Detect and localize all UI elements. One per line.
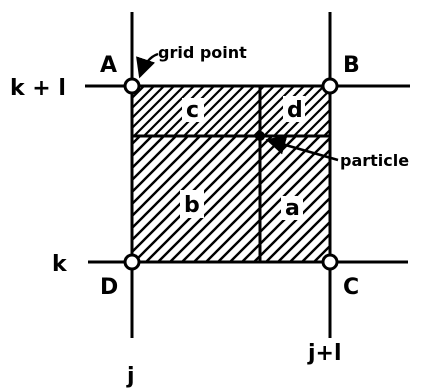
particle-arrow bbox=[265, 135, 339, 162]
column-label-j: j bbox=[126, 364, 135, 389]
area-label-a: a bbox=[285, 196, 300, 221]
corner-label-c: C bbox=[343, 275, 359, 300]
column-label-j-plus-1: j+l bbox=[307, 341, 342, 366]
area-c-label-bg bbox=[182, 98, 204, 122]
area-label-c: c bbox=[186, 98, 199, 123]
grid-point-d bbox=[123, 253, 141, 271]
corner-label-b: B bbox=[343, 53, 360, 78]
particle-label: particle bbox=[340, 151, 409, 170]
grid-point-b bbox=[321, 77, 339, 95]
area-a-label-bg bbox=[281, 196, 303, 220]
corner-label-a: A bbox=[100, 53, 117, 78]
corner-label-d: D bbox=[100, 275, 118, 300]
grid-point-a bbox=[123, 77, 141, 95]
cell-border bbox=[130, 84, 332, 264]
area-b-label-bg bbox=[180, 190, 204, 218]
grid-point-arrow bbox=[136, 52, 159, 79]
area-label-d: d bbox=[287, 98, 303, 123]
grid-point-c bbox=[321, 253, 339, 271]
row-label-k-plus-1: k + l bbox=[10, 76, 66, 101]
grid-point-label: grid point bbox=[158, 43, 247, 62]
row-label-k: k bbox=[52, 252, 68, 277]
area-label-b: b bbox=[184, 193, 200, 218]
area-d-label-bg bbox=[283, 96, 305, 122]
particle-dot bbox=[255, 131, 265, 141]
